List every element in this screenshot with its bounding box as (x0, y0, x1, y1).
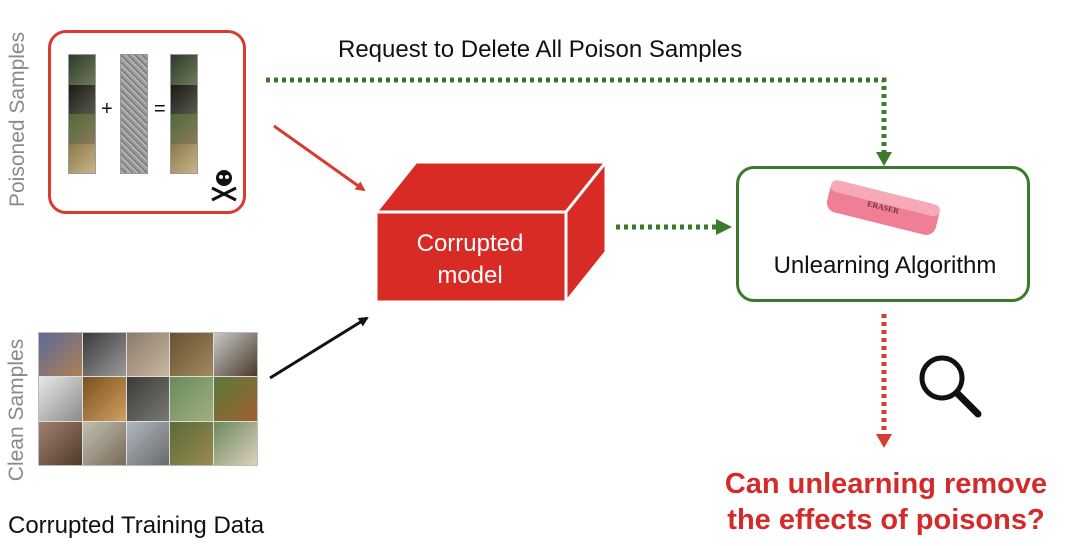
poisoned-samples-box (48, 30, 246, 214)
clean-to-model-arrow (269, 316, 369, 380)
clean-samples-grid (38, 332, 258, 466)
corrupted-model-box (372, 157, 610, 307)
noise-strip (120, 54, 148, 174)
footer-label: Corrupted Training Data (8, 512, 265, 539)
unlearning-label: Unlearning Algorithm (773, 252, 997, 279)
request-label: Request to Delete All Poison Samples (338, 36, 743, 63)
plus-sign: + (101, 98, 113, 120)
question-text: Can unlearning remove the effects of poi… (724, 468, 1048, 536)
equals-sign: = (154, 98, 166, 120)
poisoned-image-strip (68, 54, 96, 174)
request-arrow (266, 77, 887, 152)
unlearning-algorithm-box (736, 166, 1030, 302)
model-label: Corrupted model (416, 230, 524, 289)
magnifier-icon (919, 355, 982, 418)
skull-crossbones-icon (211, 170, 237, 202)
eraser-icon: ERASER (826, 180, 940, 235)
poisoned-result-strip (170, 54, 198, 174)
poison-to-model-arrow (273, 124, 366, 192)
